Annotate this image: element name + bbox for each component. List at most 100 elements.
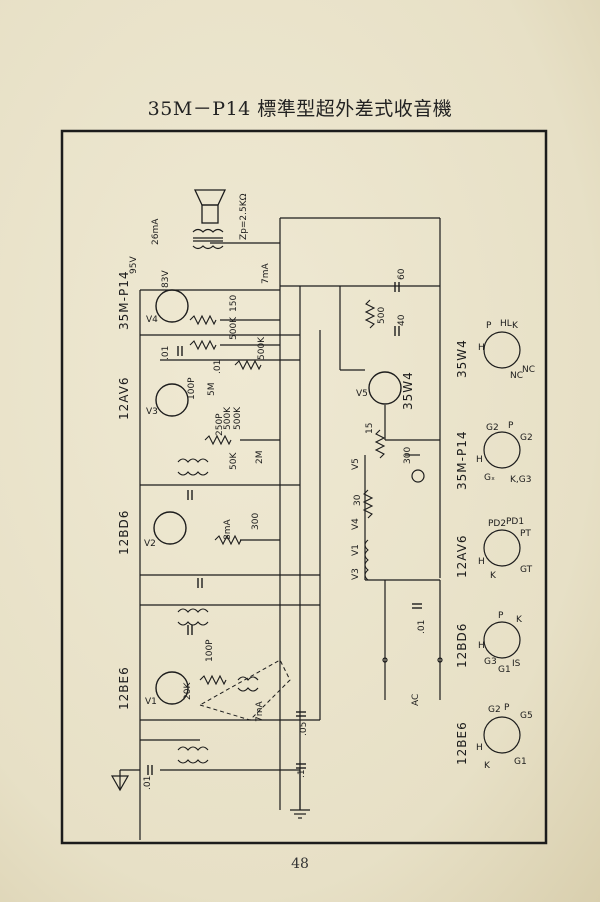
stage-v4: V4 [146, 315, 158, 325]
label-c60: 60 [397, 268, 407, 280]
tube-v4-symbol [155, 289, 189, 323]
pin-12be6-3: H [476, 743, 483, 753]
pin-35w4-0: P [486, 321, 492, 331]
tube-base-diagrams [483, 331, 521, 754]
label-r500: 500 [377, 307, 387, 324]
label-8ma: 8mA [223, 519, 233, 540]
label-zp: Zp=2.5KΩ [239, 193, 249, 240]
stage-labels: V4 V3 V2 V1 V5 [144, 315, 368, 707]
capacitor-symbols [147, 282, 422, 775]
tube-symbols [153, 289, 402, 705]
pin-12bd6-4: G1 [498, 665, 511, 675]
base-label-12be6: 12BE6 [455, 721, 469, 765]
label-100p-a: 100P [187, 377, 197, 400]
label-7ma: 7mA [261, 263, 271, 284]
stage-v3: V3 [146, 407, 158, 417]
base-label-35mp14: 35M-P14 [455, 431, 469, 490]
label-5m: 5M [207, 383, 217, 397]
tube-label-12be6: 12BE6 [117, 666, 131, 710]
pin-12av6-4: K [490, 571, 497, 581]
label-100p-b: 100P [205, 639, 215, 662]
label-20k: 20K [183, 682, 193, 700]
label-h-v1: V1 [351, 544, 361, 556]
component-labels: Zp=2.5KΩ 95V 26mA 7mA 83V 150 500K 500K … [129, 193, 427, 790]
page-title: 35M－P14 標準型超外差式收音機 [147, 98, 453, 120]
label-50k: 50K [229, 452, 239, 470]
base-pin-labels: P H K HL NC NC G2 P G2 H Gₓ K,G3 PD2 PD1… [476, 319, 535, 771]
tuning-gang-outline [198, 659, 291, 721]
stage-v5: V5 [356, 389, 368, 399]
pin-35w4-3: HL [500, 319, 512, 329]
pin-35mp14-1: P [508, 421, 514, 431]
pin-12bd6-5: IS [512, 659, 521, 669]
tube-v5-symbol [368, 371, 402, 405]
resistor-symbols [189, 299, 386, 686]
pin-35w4-5: NC [522, 365, 535, 375]
page-number: 48 [291, 856, 309, 872]
label-83v: 83V [161, 270, 171, 288]
tube-label-12av6: 12AV6 [117, 376, 131, 420]
tube-v2-symbol [153, 511, 187, 545]
antenna-icon [110, 775, 130, 792]
pin-12be6-1: P [504, 703, 510, 713]
label-r30: 30 [353, 494, 363, 506]
base-label-35w4: 35W4 [455, 339, 469, 378]
tube-label-12bd6: 12BD6 [117, 510, 131, 555]
dial-lamp-icon [411, 469, 425, 483]
pin-12be6-0: G2 [488, 705, 501, 715]
pin-12av6-0: PD2 [488, 519, 506, 529]
label-h-v5: V5 [351, 458, 361, 470]
label-c01-a: .01 [161, 346, 171, 360]
pin-12bd6-0: P [498, 611, 504, 621]
label-r15: 15 [365, 423, 375, 434]
base-label-12av6: 12AV6 [455, 534, 469, 578]
pin-12bd6-2: H [478, 641, 485, 651]
tube-v3-symbol [155, 383, 189, 417]
base-35w4 [483, 331, 521, 369]
pin-35mp14-5: K,G3 [510, 475, 531, 485]
tube-label-35w4: 35W4 [401, 371, 415, 410]
pin-35mp14-0: G2 [486, 423, 499, 433]
label-300: 300 [251, 513, 261, 530]
pin-35mp14-2: G2 [520, 433, 533, 443]
pin-12av6-2: PT [520, 529, 531, 539]
label-2m: 2M [255, 451, 265, 465]
label-c1: .1 [297, 769, 307, 778]
pin-35mp14-4: Gₓ [484, 473, 495, 483]
label-c40: 40 [397, 314, 407, 326]
label-7ma-b: 7mA [255, 701, 265, 722]
speaker-icon [193, 189, 227, 224]
label-26ma: 26mA [151, 218, 161, 245]
pin-12av6-5: GT [520, 565, 533, 575]
if-transformer-icons [177, 458, 369, 764]
pin-12bd6-1: K [516, 615, 523, 625]
label-h-v3: V3 [351, 568, 361, 580]
label-95v: 95V [129, 256, 139, 274]
base-12bd6 [483, 621, 521, 659]
tube-label-35mp14: 35M-P14 [117, 271, 131, 330]
pin-35w4-1: H [478, 343, 485, 353]
label-c01-d: .01 [417, 620, 427, 634]
base-35mp14 [483, 431, 521, 469]
label-ac: AC [411, 694, 421, 706]
pin-12be6-2: G5 [520, 711, 533, 721]
schematic-frame [60, 129, 548, 845]
ground-icon [290, 809, 310, 819]
pin-12bd6-3: G3 [484, 657, 497, 667]
label-150: 150 [229, 295, 239, 312]
wiring [119, 217, 441, 840]
pin-12av6-1: PD1 [506, 517, 524, 527]
power-switch-icon [382, 657, 443, 663]
label-c01-b: .01 [213, 360, 223, 374]
base-12av6 [483, 529, 521, 567]
base-label-12bd6: 12BD6 [455, 623, 469, 668]
pin-12be6-4: K [484, 761, 491, 771]
pin-35w4-4: NC [510, 371, 523, 381]
output-transformer-icon [192, 228, 224, 250]
label-h-v4: V4 [351, 518, 361, 530]
label-500k-d: 500K [233, 406, 243, 430]
label-r300b: 300 [403, 447, 413, 464]
label-c05: .05 [299, 722, 309, 736]
label-c01-c: .01 [143, 776, 153, 790]
